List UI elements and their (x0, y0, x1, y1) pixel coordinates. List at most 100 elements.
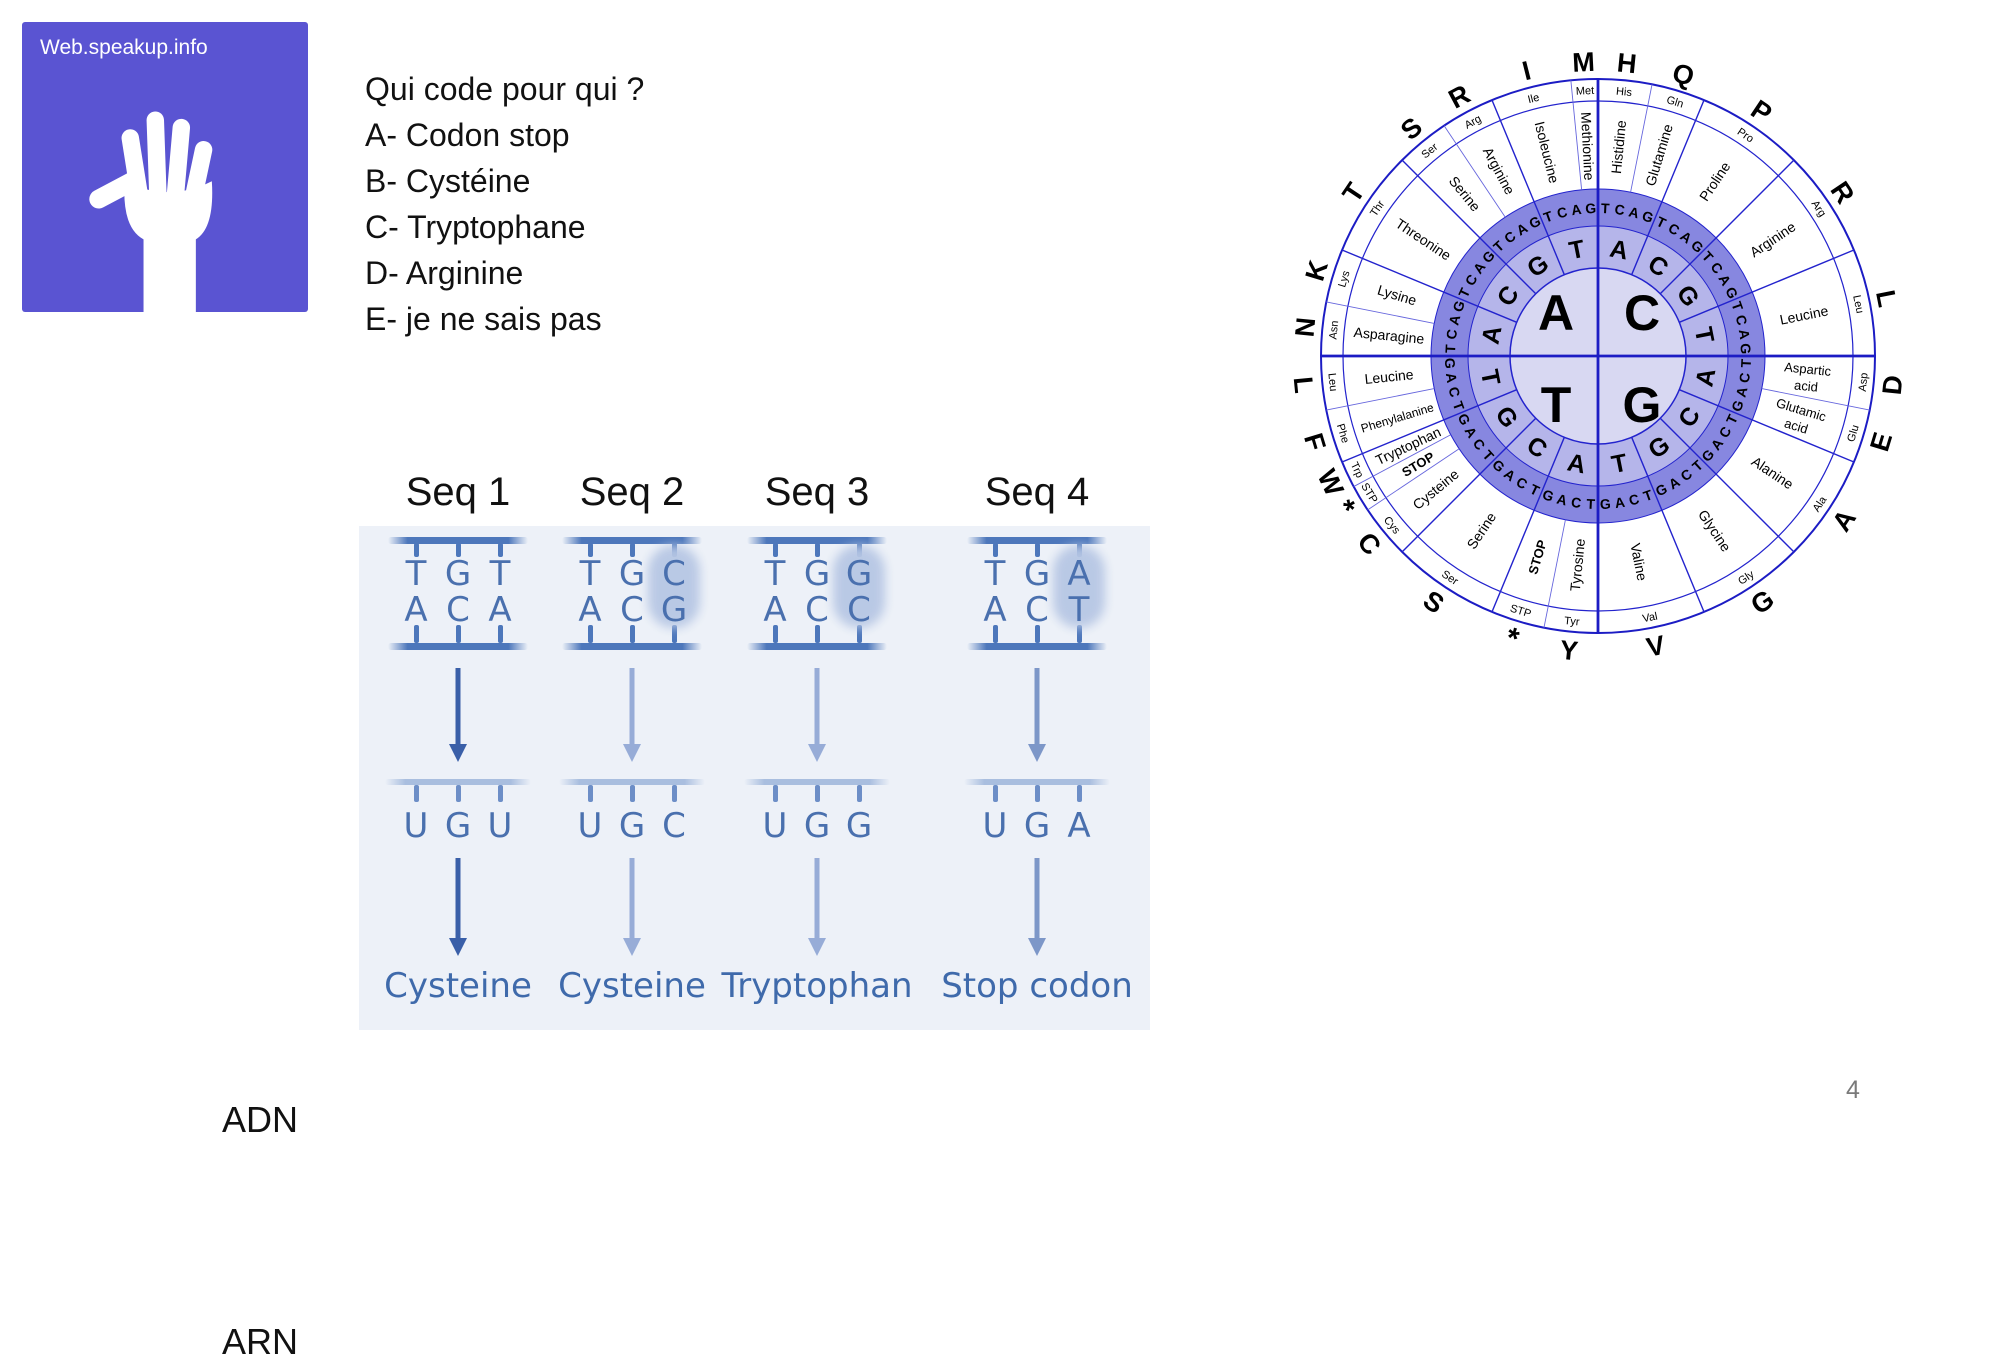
answer-option-e: E- je ne sais pas (365, 301, 602, 337)
rna-base: U (982, 806, 1008, 846)
second-base-letter-group: A (1607, 235, 1630, 266)
amino-abbr1: L (1870, 288, 1903, 310)
amino-name-line: acid (1783, 415, 1810, 436)
split-line (1543, 519, 1566, 628)
split-line (1367, 448, 1460, 511)
dna-strand-tooth (1077, 625, 1082, 643)
transcription-arrow (619, 666, 645, 767)
dna-base: A (1067, 554, 1091, 594)
amino-abbr3-group: Phe (1334, 422, 1351, 444)
rna-base: U (577, 806, 603, 846)
third-base-letter: T (1601, 200, 1611, 216)
dna-strand-tooth (456, 625, 461, 643)
mutation-highlight (648, 545, 700, 628)
sequence-header: Seq 3 (764, 470, 870, 514)
third-base-letter: C (1614, 201, 1626, 218)
dna-base: C (620, 590, 644, 630)
third-base-letter-group: A (1736, 328, 1753, 340)
amino-abbr3-group: His (1615, 86, 1632, 100)
rna-strand-bar (385, 779, 531, 785)
amino-abbr3: Ile (1527, 92, 1541, 106)
rna-strand-tooth (456, 785, 461, 802)
amino-abbr3: Leu (1325, 372, 1339, 391)
translation-arrow (445, 856, 471, 961)
third-base-letter-group: A (1443, 372, 1460, 384)
amino-abbr3-group: Tyr (1564, 615, 1581, 628)
rna-row-label: ARN (221, 1321, 298, 1362)
transcription-arrow (1024, 666, 1050, 767)
dna-strand-tooth (588, 625, 593, 643)
question-title: Qui code pour qui ? (365, 71, 645, 107)
sector-line (1631, 437, 1705, 613)
third-base-letter: A (1445, 313, 1463, 327)
amino-abbr3: STP (1509, 603, 1533, 621)
third-base-letter-group: A (1733, 385, 1751, 399)
amino-abbr1: L (1288, 375, 1319, 394)
down-arrow-icon (1028, 858, 1046, 956)
amino-abbr1: Q (1669, 57, 1698, 92)
third-base-letter-group: T (1601, 200, 1611, 216)
dna-base: A (983, 590, 1007, 630)
third-base-letter: T (1442, 344, 1458, 354)
dna-strand-tooth (630, 625, 635, 643)
amino-abbr3-group: Glu (1845, 424, 1861, 444)
third-base-letter-group: G (1738, 343, 1755, 355)
dna-base: T (405, 554, 427, 594)
dna-strand-bar (967, 643, 1107, 650)
translation-arrow (619, 856, 645, 961)
amino-abbr1: H (1616, 48, 1638, 80)
answer-option-b: B- Cystéine (365, 163, 531, 199)
rna-base: G (618, 806, 646, 846)
amino-abbr1: G (1745, 584, 1779, 621)
rna-base: G (803, 806, 831, 846)
split-line (1570, 80, 1583, 190)
third-base-letter: G (1640, 207, 1656, 226)
dna-base: C (1025, 590, 1049, 630)
third-base-letter: G (1728, 398, 1747, 414)
translation-arrow (1024, 856, 1050, 961)
amino-abbr1-group: A (1826, 504, 1862, 537)
third-base-letter: T (1586, 496, 1596, 512)
amino-abbr1-group: E (1864, 429, 1898, 455)
amino-abbr1: K (1299, 256, 1334, 284)
rna-strand-bar (559, 779, 705, 785)
amino-abbr3: Met (1576, 85, 1595, 98)
sequence-header: Seq 1 (405, 470, 511, 514)
dna-base: C (847, 590, 871, 630)
third-base-letter: C (1570, 494, 1582, 511)
amino-name-group: Methionine (1578, 112, 1597, 181)
third-base-letter: C (1445, 385, 1463, 399)
dna-strand-tooth (857, 625, 862, 643)
third-base-letter: G (1738, 343, 1755, 355)
amino-name-group: Leucine (1364, 366, 1415, 387)
third-base-letter-group: C (1736, 372, 1753, 384)
amino-abbr1-group: G (1745, 584, 1779, 621)
third-base-letter-group: G (1640, 207, 1656, 226)
dna-base: C (446, 590, 470, 630)
second-base-letter: A (1565, 448, 1588, 479)
sector-line (1401, 159, 1537, 295)
third-base-letter: G (1540, 486, 1556, 505)
third-base-letter-group: C (1443, 328, 1460, 340)
first-base-letter-group: C (1624, 285, 1660, 341)
third-base-letter-group: T (1442, 344, 1458, 354)
dna-strand-bar (562, 537, 702, 544)
dna-base: T (1068, 590, 1090, 630)
rna-strand-tooth (630, 785, 635, 802)
dna-base: G (845, 554, 873, 594)
rna-base: U (762, 806, 788, 846)
rna-base: G (845, 806, 873, 846)
first-base-letter: A (1538, 285, 1574, 341)
sector-line (1679, 389, 1855, 463)
amino-abbr3: Phe (1334, 422, 1351, 444)
third-base-letter-group: C (1570, 494, 1582, 511)
dna-base: A (404, 590, 428, 630)
second-base-letter-group: T (1689, 325, 1719, 345)
amino-abbr3-group: STP (1509, 603, 1533, 621)
amino-abbr1: E (1864, 429, 1898, 455)
sector-line (1491, 99, 1565, 275)
